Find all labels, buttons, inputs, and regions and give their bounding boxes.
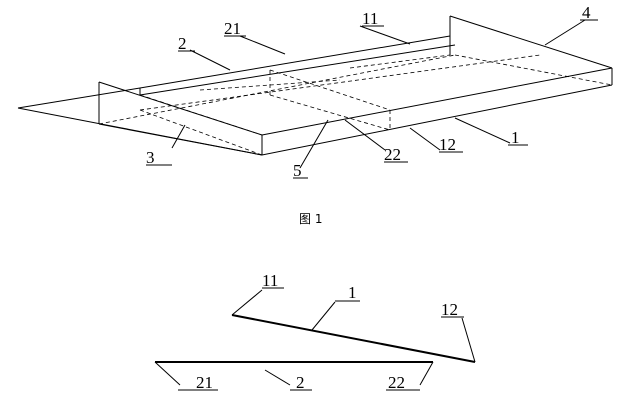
svg-text:12: 12 [439,135,456,154]
fig2-leader-lines [264,301,336,386]
fig2-label-22: 22 [386,373,420,392]
label-3: 3 [146,148,172,167]
section-plate-1 [231,289,476,363]
label-2: 2 [178,34,195,53]
svg-text:12: 12 [441,300,458,319]
hidden-lines [98,54,613,156]
fig2-label-21: 21 [178,373,218,392]
svg-text:1: 1 [511,128,520,147]
svg-text:3: 3 [146,148,155,167]
label-22: 22 [384,145,408,164]
fig2-label-12: 12 [441,300,464,319]
svg-text:11: 11 [362,9,378,28]
label-21: 21 [224,19,246,38]
label-5: 5 [293,161,308,180]
fig2-label-11: 11 [262,271,284,290]
label-12: 12 [439,135,463,154]
svg-text:5: 5 [293,161,302,180]
svg-text:11: 11 [262,271,278,290]
svg-text:21: 21 [224,19,241,38]
right-wedge-4 [449,15,613,85]
leader-lines [171,19,586,169]
figure-1-caption: 图 1 [299,212,322,226]
svg-text:2: 2 [296,373,305,392]
figure-1: 2 21 11 4 3 5 22 12 [17,3,613,226]
svg-text:2: 2 [178,34,187,53]
svg-text:1: 1 [348,283,357,302]
svg-text:22: 22 [384,145,401,164]
left-wedge-3 [98,81,263,156]
svg-text:21: 21 [196,373,213,392]
fig2-label-1: 1 [335,283,360,302]
label-4: 4 [580,3,598,22]
label-11: 11 [362,9,384,28]
fig2-label-2: 2 [290,373,312,392]
plate-body-1 [17,35,613,156]
svg-text:4: 4 [582,3,591,22]
label-1: 1 [508,128,528,147]
svg-text:22: 22 [388,373,405,392]
section-plate-2 [154,361,434,386]
figure-2: 11 1 12 21 2 22 [154,271,476,392]
